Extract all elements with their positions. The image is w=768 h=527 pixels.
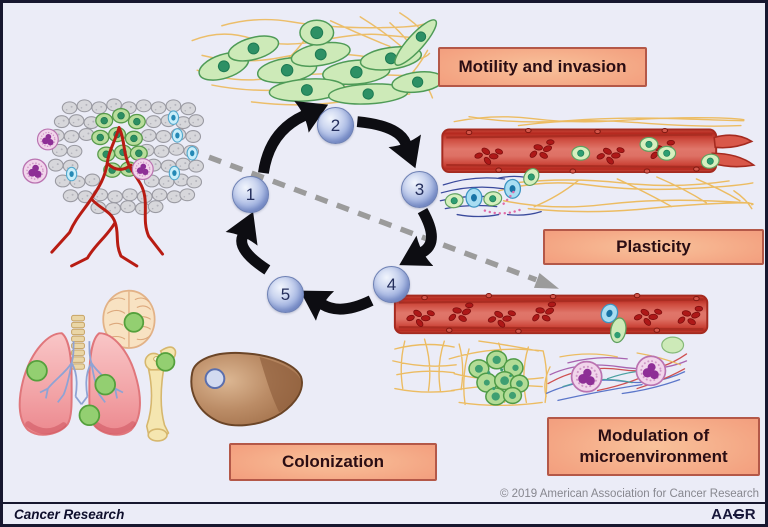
cycle-step-2: 2 [317, 107, 354, 144]
arrow-4-to-5 [299, 290, 374, 321]
label-colonization-text: Colonization [282, 451, 384, 471]
cycle-step-3-number: 3 [414, 179, 425, 199]
cycle-arrows [225, 101, 437, 321]
organs-illustration [18, 289, 303, 442]
primary-tumor-illustration [22, 98, 205, 268]
spindle-cell [394, 19, 438, 66]
cycle-step-4: 4 [373, 266, 410, 303]
immune-cells-microenvironment-illustration [544, 336, 688, 402]
dashed-trajectory-arrow [208, 154, 559, 289]
cycle-step-3: 3 [401, 171, 438, 208]
tumor-blood-vessels [50, 126, 165, 268]
cycle-step-2-number: 2 [330, 115, 341, 135]
liver-illustration [190, 351, 303, 427]
aacr-logo: AACR [711, 506, 756, 523]
arrow-1-to-2 [258, 101, 329, 174]
cycle-step-4-number: 4 [386, 274, 397, 294]
footer-bar: Cancer Research AACR [3, 502, 765, 524]
brain-illustration [102, 289, 156, 349]
blood-vessel-intravasation-illustration [439, 115, 756, 218]
cycle-step-5: 5 [267, 276, 304, 313]
aacr-logo-crossbar [733, 513, 745, 517]
extravasating-cells [597, 300, 627, 344]
label-motility-text: Motility and invasion [458, 56, 627, 76]
arrow-3-to-4 [399, 207, 437, 267]
dormant-cell [204, 368, 226, 390]
arrow-2-to-3 [356, 116, 421, 169]
lungs-illustration [18, 332, 141, 436]
label-modulation-text: Modulation of microenvironment [579, 425, 728, 466]
cycle-step-5-number: 5 [280, 284, 291, 304]
bronchial-tree [39, 341, 124, 405]
label-modulation-of-microenvironment: Modulation of microenvironment [547, 417, 760, 476]
cycle-step-1: 1 [232, 176, 269, 213]
journal-name: Cancer Research [14, 506, 125, 522]
micrometastasis-illustration [468, 350, 530, 406]
label-plasticity: Plasticity [543, 229, 764, 265]
copyright-notice: © 2019 American Association for Cancer R… [499, 488, 759, 500]
bone-illustration [144, 346, 177, 442]
arrow-5-to-1 [225, 211, 271, 275]
figure-artwork [18, 12, 756, 442]
ecm-fibers [453, 115, 745, 127]
invading-tumor-cells-ecm-illustration [191, 12, 444, 106]
label-colonization: Colonization [229, 443, 437, 481]
label-plasticity-text: Plasticity [616, 236, 691, 256]
ecm-fibers [497, 176, 754, 213]
intravasating-cells [439, 165, 543, 218]
label-motility-and-invasion: Motility and invasion [438, 47, 647, 87]
blood-vessel-extravasation-illustration [392, 293, 709, 407]
vessel-open-end [711, 134, 756, 168]
round-tumor-cell [299, 19, 335, 46]
cycle-step-1-number: 1 [245, 184, 256, 204]
